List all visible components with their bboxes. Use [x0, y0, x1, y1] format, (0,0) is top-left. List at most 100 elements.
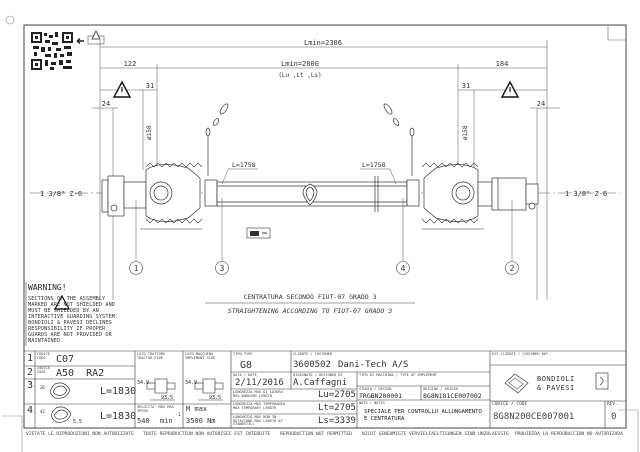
- working-length-label: LUNGHEZZA MAX DI LAVORO MAX WORKING LENG…: [233, 390, 283, 398]
- speed-label: VELOCITA' MAX MAX SPEED: [137, 405, 174, 413]
- type-label: TIPO-TYPE: [233, 352, 253, 356]
- customer-ref-label: RIF.CLIENTE / COSTUMER REF.: [492, 352, 551, 356]
- svg-text:2: 2: [510, 264, 515, 273]
- bondioli-pavesi-logo: BONDIOLI & PAVESI: [504, 372, 609, 394]
- straightening-note-it: CENTRATURA SECONDO FIUT-07 GRADO 3: [243, 293, 376, 301]
- implement-side-label: LATO MACCHINA IMPLEMENT SIDE: [185, 352, 216, 360]
- tractor-side-height: 34.9: [137, 380, 150, 386]
- rotation-direction-label: [246, 227, 271, 239]
- part-4-length: L=1830: [100, 411, 137, 422]
- part-4-num: 4: [27, 405, 34, 416]
- callout-leaders: [135, 198, 513, 261]
- callout-1: 1: [129, 261, 143, 275]
- safety-chain-icon: [383, 103, 415, 176]
- punch-hole-icon: [5, 15, 15, 25]
- tractor-side-label: LATO TRATTORE TRACTOR SIDE: [137, 352, 166, 360]
- part-2-num: 2: [27, 367, 34, 378]
- pto-shaft: [101, 164, 539, 222]
- customer-label: CLIENTE / CUSTOMER: [293, 352, 332, 356]
- footer-note-de: NICHT GENEHMIGTE VERVIELFAELTIGUNGEN SIN…: [362, 432, 509, 437]
- tractor-side-width: 93.5: [161, 395, 174, 401]
- part-1-label: CODICE CODE: [37, 352, 50, 360]
- part-2-code: A50 RA2: [56, 368, 105, 379]
- part-3-length: L=1830: [100, 386, 137, 397]
- title-block-grid: [24, 350, 626, 428]
- origin-label: ORIGINE / ORIGIN: [423, 387, 458, 391]
- callout-4: 4: [396, 261, 410, 275]
- speed-value: 540: [137, 417, 150, 425]
- study-label: STUDIO / DESIGN: [359, 387, 392, 391]
- right-spline-label: 1 3/8" Z-6: [565, 190, 607, 198]
- speed-unit: min: [160, 417, 173, 425]
- svg-text:3: 3: [220, 264, 225, 273]
- footer-note-en: REPRODUCTION NOT PERMITTED: [280, 432, 352, 437]
- callout-2: 2: [505, 261, 519, 275]
- part-4-thickness: 5.5: [73, 419, 83, 425]
- arrow-left-icon: [76, 37, 84, 45]
- warning-label-icon: [87, 30, 105, 45]
- footer-note-it: VIETATE LE RIPRODUZIONI NON AUTORIZZATE: [26, 432, 134, 437]
- warning-text: SECTIONS OF THE ASSEMBLY MARKED ARE NOT …: [28, 296, 119, 344]
- svg-text:4: 4: [401, 264, 406, 273]
- notes-value: SPECIALE PER CONTROLLO ALLUNGAMENTO E CE…: [364, 409, 482, 422]
- dim-right-end: 24: [537, 100, 545, 108]
- svg-text:BONDIOLI: BONDIOLI: [537, 375, 575, 383]
- torque-label: M max: [186, 405, 208, 413]
- drawing-frame: [23, 24, 627, 429]
- warning-title: WARNING!: [28, 283, 67, 292]
- rev-label: REV.: [607, 402, 618, 407]
- temporary-length-value: Lt=2705: [318, 403, 356, 413]
- standstill-length-value: Ls=3339: [318, 416, 356, 426]
- dim-closed: Lmin=2000: [281, 60, 319, 68]
- dim-right-diameter: ø158: [462, 125, 469, 140]
- working-length-value: Lu=2705: [318, 390, 356, 400]
- rev-value: 0: [611, 412, 617, 422]
- footer-note-fr: TOUTE REPRODUCTION NON AUTORISEE EST INT…: [143, 432, 271, 437]
- customer-code: 3600502: [293, 360, 331, 370]
- drawn-by-label: DISEGNATO / DESIGNED BY: [293, 373, 343, 377]
- study-value: TRGBN200001: [359, 392, 403, 400]
- part-4-dim: 42: [40, 409, 45, 414]
- svg-text:& PAVESI: & PAVESI: [537, 384, 575, 392]
- part-1-num: 1: [27, 353, 34, 364]
- dim-left-offset: 122: [124, 60, 137, 68]
- drawn-by-value: A.Caffagni: [293, 378, 348, 388]
- qr-code-icon[interactable]: [30, 31, 74, 71]
- svg-text:1: 1: [134, 264, 139, 273]
- footer-note-es: PROHIBIDA LA REPRODUCCION NO AUTORIZADA: [515, 432, 623, 437]
- type-value: G8: [240, 360, 253, 371]
- date-value: 2/11/2016: [235, 378, 284, 388]
- dim-overall: Lmin=2306: [304, 39, 342, 47]
- standstill-length-label: LUNGHEZZA MAX NON IN ROTAZIONE MAX LENGT…: [233, 415, 283, 427]
- date-label: DATA / DATE: [233, 373, 257, 377]
- implement-side-height: 34.9: [185, 380, 198, 386]
- safety-chain-icon: [205, 103, 229, 176]
- part-3-num: 3: [27, 380, 34, 391]
- guard-cones: [140, 162, 484, 230]
- cross-kit-icons: [146, 378, 224, 401]
- dim-right-yoke: 31: [462, 82, 470, 90]
- corner-mark: [618, 409, 639, 452]
- code-value: 8G8N200CE007001: [493, 412, 575, 422]
- part-1-code: C07: [56, 354, 75, 365]
- dim-left-yoke: 31: [146, 82, 154, 90]
- callout-3: 3: [215, 261, 229, 275]
- dim-closed-note: (Lu ,Lt ,Ls): [278, 72, 321, 79]
- left-spline-label: 1 3/8" Z-6: [40, 190, 82, 198]
- code-label: CODICE / CODE: [492, 402, 528, 407]
- dimension-lines: [30, 40, 620, 300]
- corner-mark: [607, 25, 626, 41]
- corner-mark: [2, 415, 23, 452]
- dim-right-offset: 184: [496, 60, 509, 68]
- implement-side-width: 93.5: [209, 395, 222, 401]
- right-tube-length: L=1758: [362, 161, 386, 169]
- straightening-note-en: STRAIGHTENING ACCORDING TO FIUT-07 GRADO…: [228, 307, 392, 315]
- warning-triangle-icon: [500, 80, 520, 98]
- warning-triangle-icon: [112, 80, 132, 98]
- customer-name: Dani-Tech A/S: [338, 360, 409, 370]
- part-3-dim: 26: [40, 385, 45, 390]
- tube-profile-icons: [50, 382, 72, 423]
- origin-value: 8G8N181CE007002: [423, 392, 482, 400]
- speed-exponent: -1: [175, 413, 181, 418]
